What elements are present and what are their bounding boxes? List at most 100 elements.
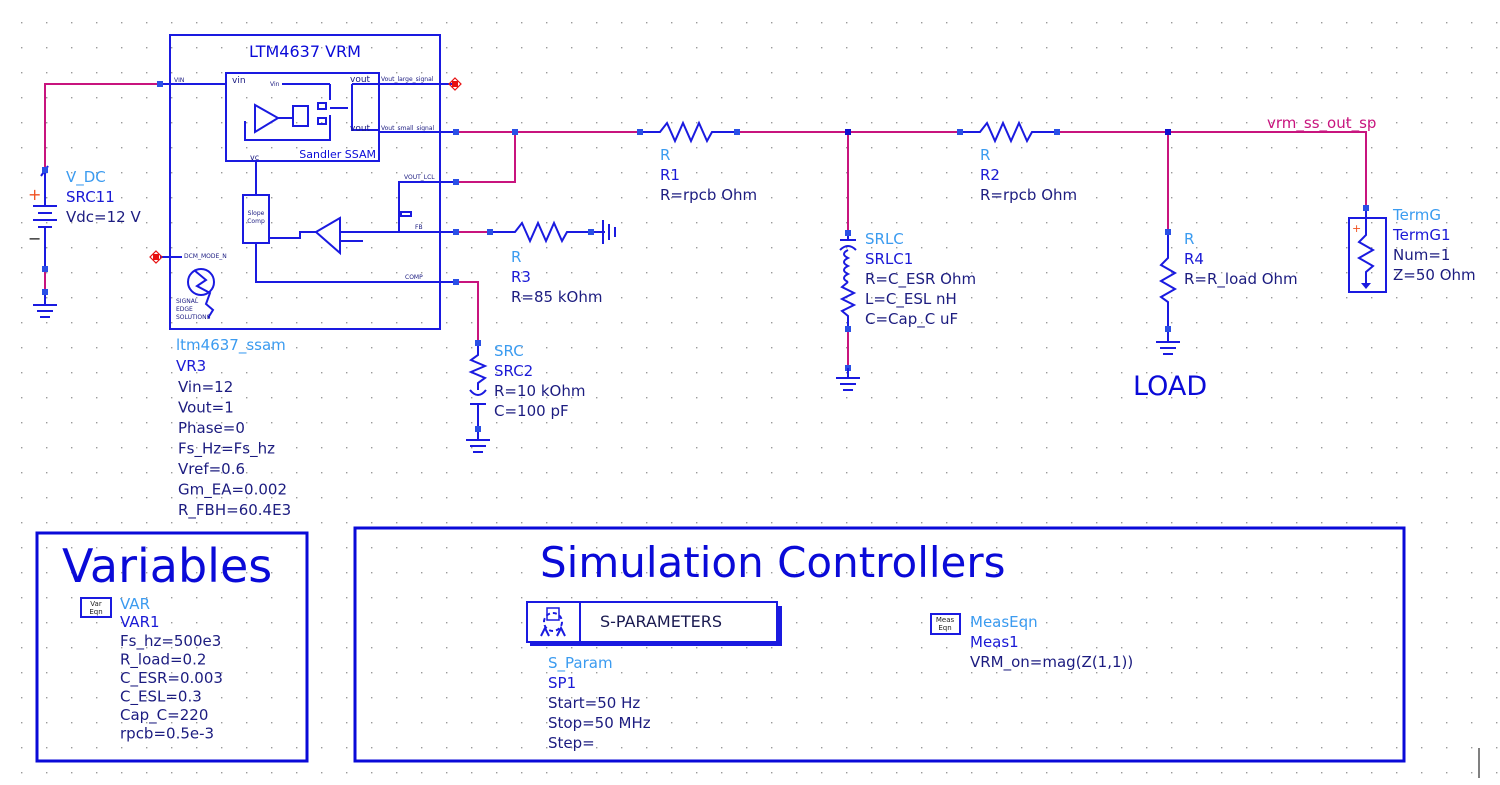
signal-edge-logo-icon: SIGNAL EDGE SOLUTIONS	[176, 268, 215, 321]
pin-vout-small: Vout_small_signal	[381, 125, 435, 132]
ssam-vin-label: Vin	[270, 81, 280, 88]
ssam-pin-vout1: vout	[350, 75, 371, 85]
wire-vout-lcl[interactable]	[456, 132, 516, 183]
meas-eqn-icon[interactable]: Meas Eqn	[930, 613, 961, 635]
param-line: Step=	[548, 734, 595, 752]
var-eqn-icon[interactable]: Var Eqn	[80, 597, 112, 618]
vrm-instance: VR3	[176, 357, 206, 375]
wire-vin[interactable]	[44, 83, 160, 202]
vrm-pin-vin: VIN	[174, 77, 184, 84]
termg-param-z: Z=50 Ohm	[1393, 266, 1476, 284]
junction-dot	[845, 129, 851, 135]
plus-sign: +	[28, 185, 41, 204]
load-label: LOAD	[1133, 371, 1207, 402]
plus-sign: +	[1352, 222, 1361, 235]
src2-type: SRC	[494, 342, 524, 360]
pin-comp: COMP	[405, 274, 423, 281]
ground-icon	[1156, 332, 1180, 355]
param-line: Vref=0.6	[178, 460, 245, 478]
resistor-r3[interactable]	[487, 220, 605, 244]
variables-frame[interactable]	[35, 531, 309, 763]
var-params: Fs_hz=500e3R_load=0.2C_ESR=0.003C_ESL=0.…	[120, 632, 223, 743]
srlc-instance: SRLC1	[865, 250, 913, 268]
svg-text:Eqn: Eqn	[938, 624, 951, 632]
param-line: Vin=12	[178, 378, 233, 396]
vrm-block[interactable]: LTM4637 VRM Sandler SSAM Vin VIN vin vou…	[149, 34, 518, 330]
svg-text:Meas: Meas	[936, 616, 955, 624]
ssam-pin-vout2: vout	[350, 124, 371, 134]
param-line: Fs_hz=500e3	[120, 632, 221, 651]
sparam-instance: SP1	[548, 674, 576, 692]
termg-instance: TermG1	[1392, 226, 1451, 244]
svg-text:Eqn: Eqn	[89, 608, 102, 616]
sparam-type: S_Param	[548, 654, 613, 673]
s-parameters-controller[interactable]: S-PARAMETERS	[526, 601, 782, 646]
pin-dcm: DCM_MODE_N	[184, 253, 227, 260]
meas-instance: Meas1	[970, 633, 1019, 651]
series-rc-src2[interactable]	[468, 340, 488, 432]
sim-controllers-frame[interactable]	[353, 526, 1406, 763]
param-line: Fs_Hz=Fs_hz	[178, 440, 275, 459]
param-line: Stop=50 MHz	[548, 714, 651, 732]
ground-icon	[602, 220, 616, 244]
meas-type: MeasEqn	[970, 613, 1038, 631]
vdc-source[interactable]: + −	[28, 165, 57, 272]
wire-output-net[interactable]	[1060, 131, 1367, 208]
var-instance: VAR1	[120, 613, 160, 631]
srlc-param-l: L=C_ESL nH	[865, 290, 957, 309]
r4-type: R	[1184, 230, 1194, 248]
r2-instance: R2	[980, 166, 1000, 184]
param-line: Phase=0	[178, 419, 245, 437]
resistor-r1[interactable]	[637, 120, 740, 144]
r1-param: R=rpcb Ohm	[660, 186, 757, 204]
ground-icon	[33, 289, 57, 318]
r3-param: R=85 kOhm	[511, 288, 602, 306]
ssam-pin-vin: vin	[232, 76, 246, 86]
param-line: C_ESL=0.3	[120, 688, 202, 707]
r1-type: R	[660, 146, 670, 164]
param-line: Gm_EA=0.002	[178, 481, 287, 500]
s-parameters-icon	[540, 607, 566, 637]
param-line: Cap_C=220	[120, 706, 208, 725]
resistor-r2[interactable]	[957, 120, 1060, 144]
r4-instance: R4	[1184, 250, 1204, 268]
port-termg1[interactable]: +	[1348, 205, 1387, 293]
sim-title: Simulation Controllers	[540, 538, 1006, 587]
r4-param: R=R_load Ohm	[1184, 270, 1298, 289]
r2-param: R=rpcb Ohm	[980, 186, 1077, 204]
r2-type: R	[980, 146, 990, 164]
series-rlc-srlc1[interactable]	[839, 230, 857, 371]
s-parameters-label: S-PARAMETERS	[600, 612, 722, 631]
net-label[interactable]: vrm_ss_out_sp	[1267, 114, 1376, 133]
svg-text:EDGE: EDGE	[176, 306, 193, 313]
pin-fb: FB	[415, 224, 423, 231]
slope-comp-label: Slope	[248, 210, 265, 217]
src2-param-c: C=100 pF	[494, 402, 569, 420]
pin-vout-large: Vout_large_signal	[381, 76, 434, 83]
r1-instance: R1	[660, 166, 680, 184]
r3-instance: R3	[511, 268, 531, 286]
srlc-param-r: R=C_ESR Ohm	[865, 270, 976, 289]
svg-text:SIGNAL: SIGNAL	[176, 298, 199, 305]
wire-comp[interactable]	[456, 281, 479, 340]
unconnected-pin-icon[interactable]	[149, 250, 163, 264]
svg-text:Var: Var	[90, 600, 102, 608]
variables-title: Variables	[62, 539, 272, 593]
srlc-type: SRLC	[865, 230, 904, 248]
vrm-title: LTM4637 VRM	[249, 42, 361, 61]
src2-instance: SRC2	[494, 362, 533, 380]
var-type: VAR	[120, 595, 150, 613]
wires	[44, 83, 1367, 368]
resistor-r4[interactable]	[1158, 229, 1178, 332]
vrm-type: ltm4637_ssam	[176, 336, 286, 355]
meas-param: VRM_on=mag(Z(1,1))	[970, 653, 1133, 672]
vdc-type: V_DC	[66, 168, 106, 187]
param-line: R_load=0.2	[120, 651, 206, 670]
param-line: Start=50 Hz	[548, 694, 640, 712]
ssam-pin-vc: vc	[250, 153, 259, 162]
unconnected-pin-icon[interactable]	[448, 77, 462, 91]
minus-sign: −	[28, 229, 41, 248]
